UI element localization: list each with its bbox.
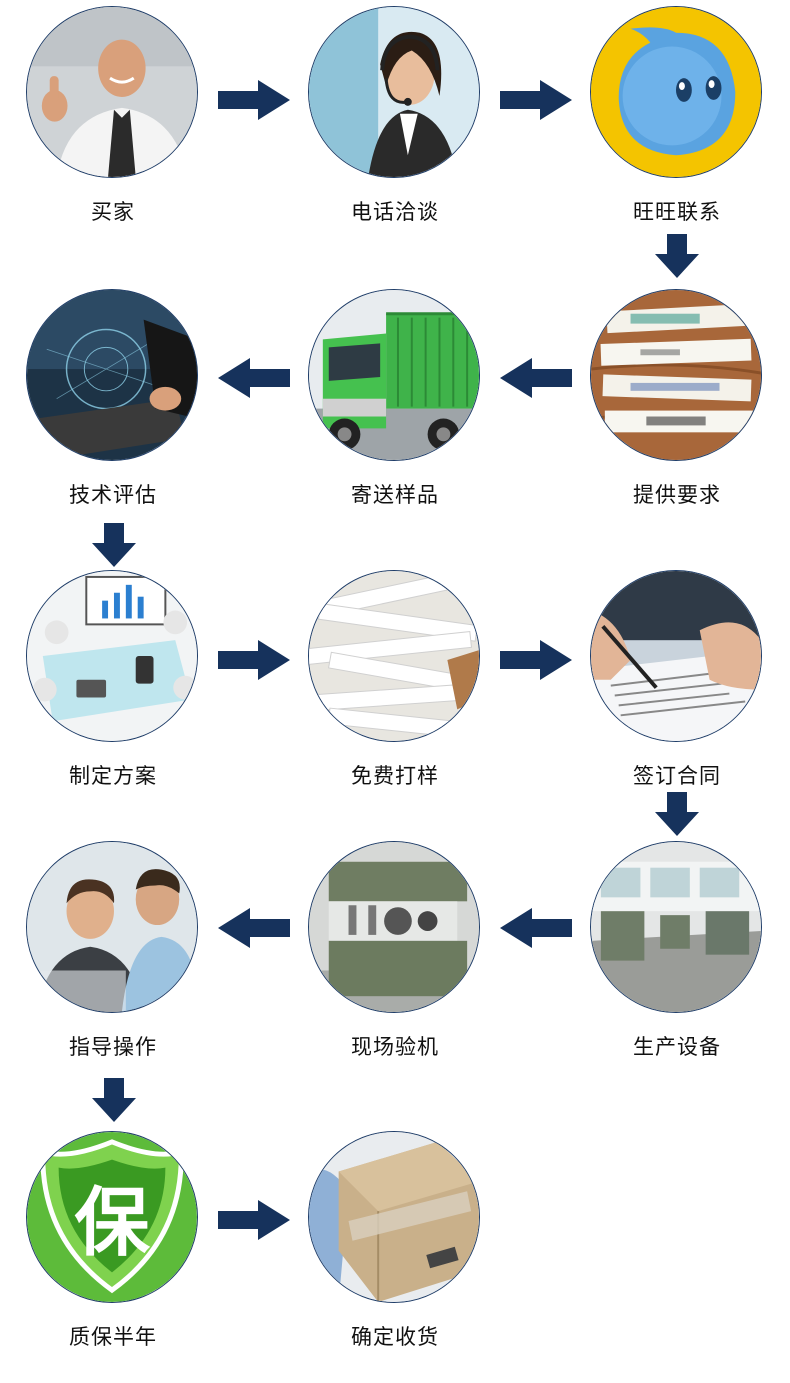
step-send-sample: 寄送样品 [305, 289, 485, 529]
warranty-shield-icon: 保 [26, 1131, 198, 1303]
step-label: 确定收货 [351, 1325, 439, 1349]
step-label: 买家 [91, 200, 135, 224]
arrow-left [218, 358, 290, 398]
step-warranty: 保 质保半年 [23, 1131, 203, 1371]
step-plan: 制定方案 [23, 570, 203, 810]
step-onsite-inspection: 现场验机 [305, 841, 485, 1081]
contract-signing-icon [590, 570, 762, 742]
arrow-left [500, 358, 572, 398]
step-production: 生产设备 [587, 841, 767, 1081]
step-label: 现场验机 [351, 1035, 439, 1059]
machine-inspection-icon [308, 841, 480, 1013]
step-label: 提供要求 [633, 483, 721, 507]
step-wangwang: 旺旺联系 [587, 6, 767, 246]
step-requirements: 提供要求 [587, 289, 767, 529]
step-label: 寄送样品 [351, 483, 439, 507]
step-label: 技术评估 [69, 483, 157, 507]
arrow-right [218, 640, 290, 680]
sample-packets-icon [308, 570, 480, 742]
step-contract: 签订合同 [587, 570, 767, 810]
arrow-left [500, 908, 572, 948]
step-label: 电话洽谈 [351, 200, 439, 224]
phone-headset-icon [308, 6, 480, 178]
operation-guide-icon [26, 841, 198, 1013]
tech-tablet-icon [26, 289, 198, 461]
arrow-left [218, 908, 290, 948]
package-box-icon [308, 1131, 480, 1303]
arrow-right [500, 80, 572, 120]
requirement-labels-icon [590, 289, 762, 461]
warranty-glyph: 保 [74, 1179, 150, 1267]
buyer-thumbs-up-icon [26, 6, 198, 178]
factory-floor-icon [590, 841, 762, 1013]
arrow-right [218, 80, 290, 120]
step-tech-eval: 技术评估 [23, 289, 203, 529]
step-label: 指导操作 [69, 1035, 157, 1059]
arrow-right [500, 640, 572, 680]
step-label: 生产设备 [633, 1035, 721, 1059]
arrow-down [92, 1078, 136, 1122]
step-free-sample: 免费打样 [305, 570, 485, 810]
step-label: 制定方案 [69, 764, 157, 788]
arrow-down [655, 234, 699, 278]
step-label: 旺旺联系 [633, 200, 721, 224]
arrow-down [655, 792, 699, 836]
delivery-truck-icon [308, 289, 480, 461]
step-confirm-receipt: 确定收货 [305, 1131, 485, 1371]
step-label: 免费打样 [351, 764, 439, 788]
arrow-right [218, 1200, 290, 1240]
wangwang-chat-icon [590, 6, 762, 178]
step-label: 签订合同 [633, 764, 721, 788]
step-label: 质保半年 [69, 1325, 157, 1349]
meeting-plan-icon [26, 570, 198, 742]
step-guide-operation: 指导操作 [23, 841, 203, 1081]
step-phone-talk: 电话洽谈 [305, 6, 485, 246]
arrow-down [92, 523, 136, 567]
step-buyer: 买家 [23, 6, 203, 246]
